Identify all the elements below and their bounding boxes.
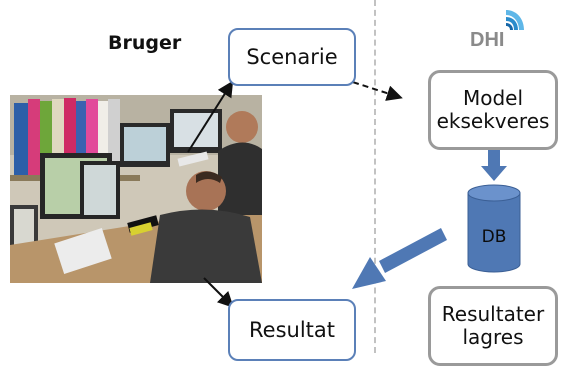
scenarie-label: Scenarie <box>246 44 338 69</box>
results-stored-box: Resultater lagres <box>428 286 558 366</box>
lagres-label-line1: Resultater <box>441 302 545 326</box>
scenarie-box: Scenarie <box>228 28 356 86</box>
model-label-line2: eksekveres <box>436 109 550 133</box>
db-label: DB <box>482 227 507 247</box>
dhi-logo: DHI <box>466 6 528 52</box>
user-label: Bruger <box>108 32 182 54</box>
lagres-label-line2: lagres <box>462 325 524 349</box>
connectors-overlay: DB <box>187 75 521 308</box>
db-to-resultat-arrow <box>352 228 447 289</box>
users-at-workstations-photo <box>10 95 262 283</box>
photo-to-scenarie-arrow <box>187 80 234 153</box>
photo-to-resultat-arrow <box>203 277 234 308</box>
resultat-box: Resultat <box>228 299 356 361</box>
logo-text: DHI <box>470 29 504 51</box>
model-label-line1: Model <box>462 86 524 110</box>
vertical-divider <box>374 0 376 353</box>
model-to-db-arrow <box>481 150 507 181</box>
database-cylinder: DB <box>467 184 521 273</box>
model-execution-box: Model eksekveres <box>428 70 558 150</box>
resultat-label: Resultat <box>249 317 335 342</box>
